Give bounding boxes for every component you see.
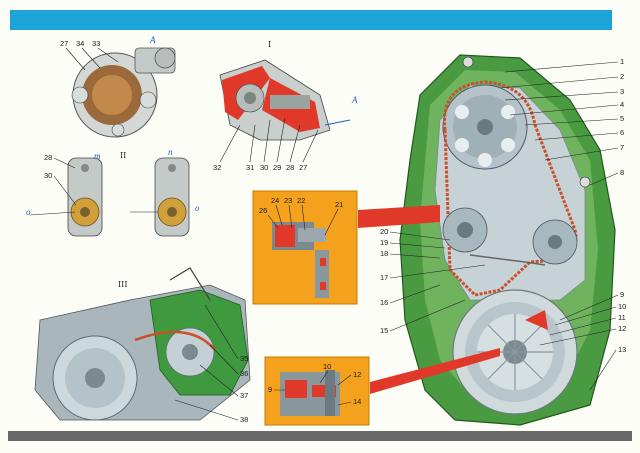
inset-callout-23: 23 (284, 196, 292, 205)
callouts-section-3: 35 36 37 38 (174, 304, 248, 424)
callout-31-cut: 31 (246, 163, 254, 172)
callout-12: 12 (618, 324, 626, 333)
inset-callout-26: 26 (259, 206, 267, 215)
callout-5: 5 (620, 114, 624, 123)
callouts-cutaway: 32 31 30 29 28 27 (213, 117, 319, 172)
callout-30-cut: 30 (260, 163, 268, 172)
callouts-right: 1 2 3 4 5 6 7 8 9 10 11 12 13 (499, 57, 626, 391)
callout-29-cut: 29 (273, 163, 281, 172)
view-letter-m: m (94, 151, 101, 161)
callout-28-ii: 28 (44, 153, 52, 162)
callout-11: 11 (618, 313, 626, 322)
view-letter-a-top: A (149, 35, 156, 45)
callout-34: 34 (76, 39, 84, 48)
adjuster-view-m (67, 157, 103, 237)
inset-callout-22: 22 (297, 196, 305, 205)
callouts-center: 20 19 18 17 16 15 (380, 227, 486, 335)
callout-18: 18 (380, 249, 388, 258)
distributor-cutaway (219, 59, 351, 141)
inset-callout-24: 24 (271, 196, 279, 205)
callout-19: 19 (380, 238, 388, 247)
view-letter-o-left: o (26, 207, 31, 217)
callout-3: 3 (620, 87, 624, 96)
callout-10: 10 (618, 302, 626, 311)
inset-callout-12: 12 (353, 370, 361, 379)
callout-6: 6 (620, 128, 624, 137)
view-letter-o-right: o (195, 203, 200, 213)
inset-callout-14: 14 (353, 397, 361, 406)
inset-callout-9: 9 (268, 385, 272, 394)
callout-9: 9 (620, 290, 624, 299)
section-label-2: II (120, 151, 126, 160)
callout-33: 33 (92, 39, 100, 48)
view-letter-a-right: A (351, 95, 358, 105)
bottom-bar (8, 431, 632, 441)
callouts-distributor: 27 34 33 (60, 39, 119, 71)
inset-callout-21: 21 (335, 200, 343, 209)
callout-28-cut: 28 (286, 163, 294, 172)
callout-15: 15 (380, 326, 388, 335)
section-label-1: I (268, 40, 271, 49)
tensioner-detail-inset (252, 190, 440, 305)
callout-35: 35 (240, 354, 248, 363)
callout-8: 8 (620, 168, 624, 177)
crank-pulley-detail-inset (264, 348, 500, 426)
distributor-assembly (71, 47, 176, 138)
top-bar (10, 10, 612, 30)
callout-13: 13 (618, 345, 626, 354)
callout-17: 17 (380, 273, 388, 282)
view-letter-n: n (168, 147, 173, 157)
callout-27-top: 27 (60, 39, 68, 48)
callout-37: 37 (240, 391, 248, 400)
callout-2: 2 (620, 72, 624, 81)
callouts-section-2: 28 30 (29, 153, 158, 216)
callouts-inset-1: 26 24 23 22 21 (259, 196, 343, 236)
callout-16: 16 (380, 298, 388, 307)
callout-1: 1 (620, 57, 624, 66)
callouts-inset-2: 9 10 12 14 (268, 362, 361, 406)
callout-7: 7 (620, 143, 624, 152)
callout-20: 20 (380, 227, 388, 236)
auxiliary-belt-drive (34, 267, 251, 421)
callout-32-cut: 32 (213, 163, 221, 172)
callout-4: 4 (620, 100, 624, 109)
inset-callout-10: 10 (323, 362, 331, 371)
callout-27-cut: 27 (299, 163, 307, 172)
section-label-3: III (118, 280, 127, 289)
callout-30-ii: 30 (44, 171, 52, 180)
adjuster-view-n (154, 157, 190, 237)
callout-38: 38 (240, 415, 248, 424)
callout-36: 36 (240, 369, 248, 378)
